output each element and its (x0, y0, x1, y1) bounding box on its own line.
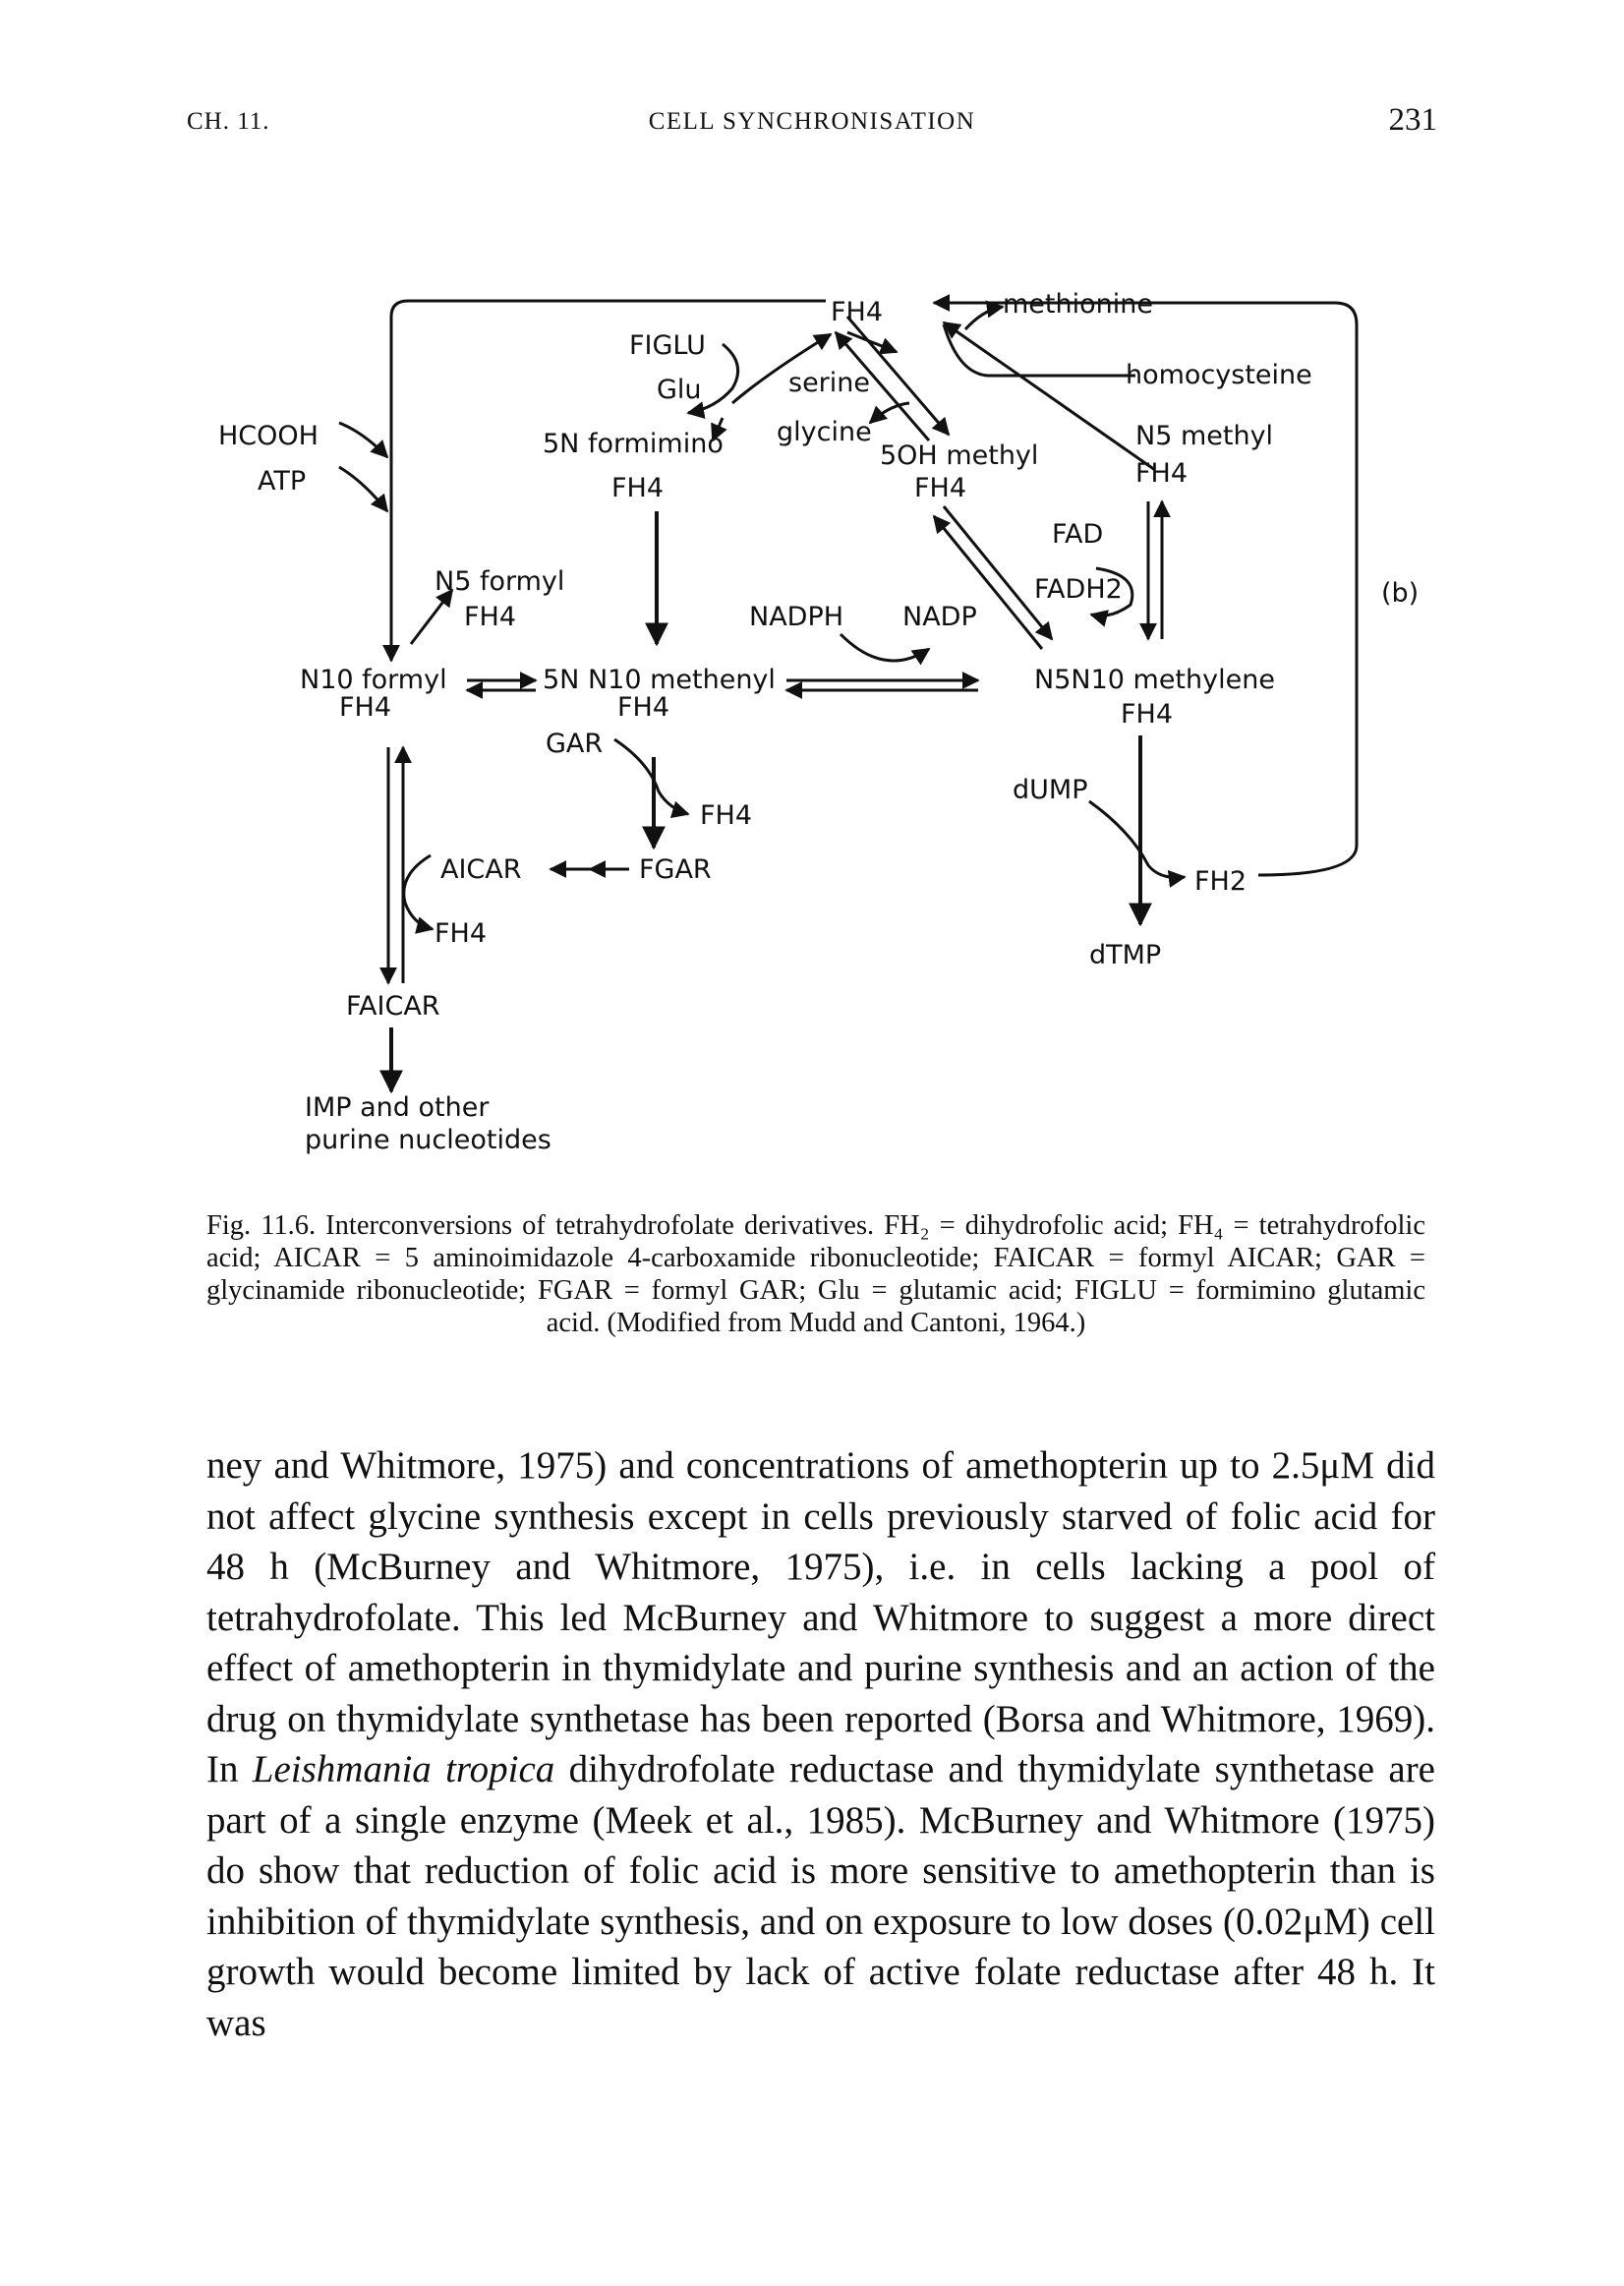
label-formimino-fh4: FH4 (611, 473, 664, 503)
label-dtmp: dTMP (1089, 940, 1161, 970)
arrow-serine-hook (846, 330, 899, 355)
label-figlu: FIGLU (629, 330, 706, 361)
arrow-5oh-to-methylene (942, 505, 1054, 641)
label-fgar: FGAR (639, 854, 712, 885)
label-aicar-fh4: FH4 (435, 918, 487, 949)
arrow-nadph-nadp (839, 632, 931, 666)
label-serine: serine (788, 368, 870, 398)
pathway-arrows (338, 294, 1359, 1094)
label-gar: GAR (546, 729, 603, 759)
label-glycine: glycine (777, 417, 872, 447)
arrow-n5-methyl-to-fh4 (942, 321, 1156, 472)
body-text-italic-species: Leishmania tropica (252, 1748, 555, 1790)
label-glu: Glu (657, 375, 702, 405)
label-n10-formyl: N10 formyl (300, 665, 447, 695)
label-fh4-top: FH4 (831, 297, 883, 327)
figure-caption: Fig. 11.6. Interconversions of tetrahydr… (206, 1210, 1425, 1338)
label-aicar: AICAR (440, 854, 522, 885)
label-5oh-methyl-fh4: FH4 (914, 473, 966, 503)
label-methenyl: 5N N10 methenyl (543, 665, 776, 695)
arrow-serine (731, 332, 833, 405)
label-atp: ATP (258, 466, 306, 497)
label-n5-formyl: N5 formyl (435, 566, 564, 597)
label-n5-methyl-fh4: FH4 (1135, 458, 1188, 489)
label-methionine: methionine (1003, 289, 1153, 320)
running-header-title: CELL SYNCHRONISATION (648, 108, 976, 135)
arrow-fad-fadh2 (1089, 566, 1134, 627)
arrow-n5-formyl (409, 588, 454, 645)
arrow-5oh-to-fh4 (834, 330, 931, 441)
label-homocysteine: homocysteine (1126, 360, 1312, 390)
arrow-methylene-to-5oh (932, 514, 1044, 650)
arrow-hcooh (338, 421, 389, 459)
label-nadp: NADP (902, 602, 977, 632)
label-fadh2: FADH2 (1034, 574, 1123, 605)
folate-pathway-diagram: FH4 methionine homocysteine FIGLU Glu se… (218, 289, 1419, 1155)
arrow-atp (338, 465, 389, 513)
label-imp-line2: purine nucleotides (305, 1125, 551, 1155)
label-n5-formimino: 5N formimino (543, 429, 724, 459)
label-faicar: FAICAR (346, 991, 440, 1022)
label-n10-formyl-fh4: FH4 (339, 692, 391, 723)
body-paragraph: ney and Whitmore, 1975) and concentratio… (206, 1440, 1435, 2048)
arrow-fh4-to-n10-formyl (382, 299, 826, 663)
label-methenyl-fh4: FH4 (617, 692, 669, 723)
arrow-to-formimino (711, 417, 727, 442)
label-panel-b: (b) (1381, 578, 1419, 609)
pathway-labels: FH4 methionine homocysteine FIGLU Glu se… (218, 289, 1419, 1155)
label-gar-fh4: FH4 (700, 800, 752, 831)
label-n5-methyl: N5 methyl (1135, 421, 1273, 451)
arrow-dump (1088, 799, 1187, 888)
label-n5-formyl-fh4: FH4 (464, 602, 516, 632)
line-homocysteine (942, 323, 1135, 378)
arrow-fh2-to-fh4 (932, 294, 1359, 877)
label-fh2: FH2 (1194, 866, 1247, 897)
label-methylene-fh4: FH4 (1121, 699, 1173, 730)
running-header-chapter: CH. 11. (187, 108, 270, 135)
label-methylene: N5N10 methylene (1034, 665, 1275, 695)
body-text-part2: dihydrofolate reductase and thymidylate … (206, 1748, 1435, 2044)
arrow-gar (613, 737, 690, 818)
body-text-part1: ney and Whitmore, 1975) and concentratio… (206, 1444, 1435, 1790)
label-imp-line1: IMP and other (305, 1092, 490, 1123)
label-hcooh: HCOOH (218, 421, 319, 451)
label-nadph: NADPH (749, 602, 843, 632)
label-fad: FAD (1052, 519, 1103, 550)
arrow-fh4-to-5oh (845, 316, 951, 437)
arrow-aicar-fh4 (402, 853, 435, 934)
arrow-figlu-glu (686, 342, 740, 420)
arrow-glycine (868, 401, 910, 425)
label-5oh-methyl: 5OH methyl (880, 440, 1038, 471)
page-number: 231 (1388, 102, 1438, 138)
label-dump: dUMP (1013, 775, 1087, 805)
arrow-methionine (963, 300, 1005, 331)
